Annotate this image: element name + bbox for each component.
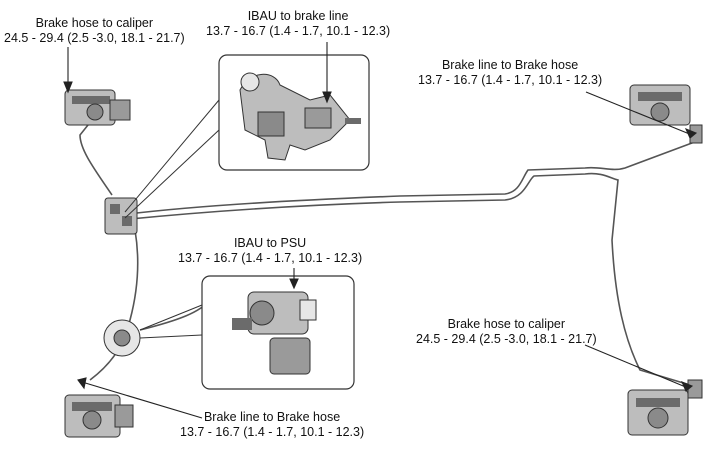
ibau-callout-leaders <box>124 99 220 219</box>
psu-callout <box>201 275 355 390</box>
label-title: Brake hose to caliper <box>447 317 566 331</box>
label-line-to-hose-rear: Brake line to Brake hose 13.7 - 16.7 (1.… <box>418 58 602 88</box>
label-line-to-hose-front: Brake line to Brake hose 13.7 - 16.7 (1.… <box>180 410 364 440</box>
label-spec: 13.7 - 16.7 (1.4 - 1.7, 10.1 - 12.3) <box>418 73 603 87</box>
brake-tubing <box>79 119 701 386</box>
front-left-caliper <box>64 89 131 126</box>
label-title: Brake line to Brake hose <box>441 58 579 72</box>
label-title: Brake hose to caliper <box>35 16 154 30</box>
label-hose-to-caliper-rear: Brake hose to caliper 24.5 - 29.4 (2.5 -… <box>416 317 597 347</box>
label-spec: 13.7 - 16.7 (1.4 - 1.7, 10.1 - 12.3) <box>180 425 365 439</box>
label-ibau-to-psu: IBAU to PSU 13.7 - 16.7 (1.4 - 1.7, 10.1… <box>178 236 362 266</box>
label-title: IBAU to PSU <box>233 236 307 250</box>
label-title: Brake line to Brake hose <box>203 410 341 424</box>
label-spec: 24.5 - 29.4 (2.5 -3.0, 18.1 - 21.7) <box>416 332 597 346</box>
label-spec: 13.7 - 16.7 (1.4 - 1.7, 10.1 - 12.3) <box>206 24 391 38</box>
rear-left-caliper <box>64 394 134 438</box>
ibau-callout <box>218 54 370 171</box>
label-arrows <box>63 42 698 419</box>
rear-right-caliper-top <box>629 84 703 144</box>
psu-callout-leaders <box>139 304 203 339</box>
label-title: IBAU to brake line <box>247 9 349 23</box>
rear-left-hub <box>103 319 141 357</box>
rear-right-caliper-bottom <box>627 379 703 436</box>
label-hose-to-caliper-front: Brake hose to caliper 24.5 - 29.4 (2.5 -… <box>4 16 185 46</box>
label-spec: 24.5 - 29.4 (2.5 -3.0, 18.1 - 21.7) <box>4 31 185 45</box>
label-spec: 13.7 - 16.7 (1.4 - 1.7, 10.1 - 12.3) <box>178 251 363 265</box>
label-ibau-to-brake-line: IBAU to brake line 13.7 - 16.7 (1.4 - 1.… <box>206 9 390 39</box>
